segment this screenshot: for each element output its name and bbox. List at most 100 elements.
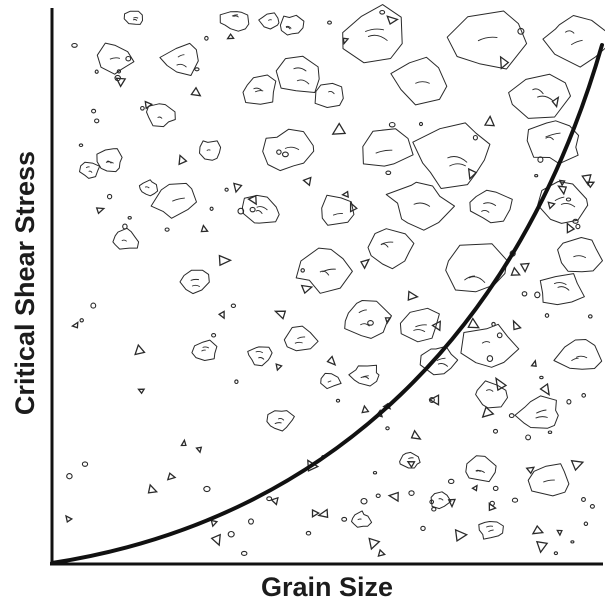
pebble xyxy=(258,12,280,30)
boulder xyxy=(542,15,605,68)
sand-grain xyxy=(471,484,478,492)
pebble-texture-stroke xyxy=(545,136,554,141)
pebble-texture-stroke xyxy=(106,160,112,164)
y-axis-label: Critical Shear Stress xyxy=(10,151,40,415)
pebble-texture-stroke xyxy=(437,363,449,367)
sand-grain xyxy=(539,382,550,397)
boulder xyxy=(460,323,520,368)
pebble-texture-stroke xyxy=(327,380,332,383)
boulder xyxy=(344,300,392,339)
pebble-texture-stroke xyxy=(375,149,393,154)
silt-grain xyxy=(565,197,572,202)
pebble-texture-stroke xyxy=(360,323,370,327)
pebble-texture-stroke xyxy=(476,470,485,474)
silt-grain xyxy=(237,207,245,215)
silt-grain xyxy=(517,27,525,35)
pebble xyxy=(314,82,344,108)
pebble xyxy=(96,42,135,75)
silt-grain xyxy=(335,398,341,403)
silt-grain xyxy=(164,227,170,232)
pebble-texture-stroke xyxy=(254,90,264,93)
pebble-texture-stroke xyxy=(268,19,272,21)
silt-grain xyxy=(491,321,496,327)
silt-grain xyxy=(341,516,348,522)
boulder xyxy=(445,243,508,293)
silt-grain xyxy=(589,504,595,509)
silt-grain xyxy=(581,393,587,398)
sand-grain xyxy=(558,179,566,187)
sand-grain xyxy=(200,224,209,233)
pebble-texture-stroke xyxy=(176,63,187,68)
sand-grain xyxy=(147,483,159,494)
pebble xyxy=(247,346,273,367)
pebble xyxy=(283,325,319,352)
pebble-texture-stroke xyxy=(277,418,285,421)
boulder xyxy=(367,228,415,270)
threshold-curve xyxy=(50,43,604,565)
pebble xyxy=(199,140,222,161)
pebble-texture-stroke xyxy=(328,91,335,95)
sand-grain xyxy=(512,319,522,331)
silt-grain xyxy=(194,67,200,72)
pebble-texture-stroke xyxy=(537,95,554,102)
pebble-texture-stroke xyxy=(477,36,498,42)
silt-grain xyxy=(116,69,122,74)
sand-grain xyxy=(349,201,358,213)
silt-grain xyxy=(91,108,97,114)
pebble-texture-stroke xyxy=(121,239,127,242)
sand-grain xyxy=(488,502,497,512)
pebble-texture-stroke xyxy=(557,286,570,291)
sand-grain xyxy=(360,258,371,270)
silt-grain xyxy=(429,499,435,505)
pebble-texture-stroke xyxy=(413,202,431,207)
pebble xyxy=(279,14,305,36)
pebble xyxy=(159,42,199,76)
sand-grain xyxy=(331,122,347,135)
silt-grain xyxy=(534,291,541,299)
silt-grain xyxy=(492,428,499,434)
pebble-texture-stroke xyxy=(483,202,497,207)
sand-grain xyxy=(406,461,416,469)
sand-grain xyxy=(510,266,521,276)
sand-grain xyxy=(190,86,202,97)
pebble xyxy=(179,269,210,295)
pebble-texture-stroke xyxy=(255,350,264,354)
sand-grain xyxy=(233,182,243,194)
silt-grain xyxy=(276,149,282,155)
pebble xyxy=(138,179,159,197)
sand-grain xyxy=(495,376,508,392)
pebble-texture-stroke xyxy=(415,81,430,84)
silt-grain xyxy=(106,193,113,200)
pebble-texture-stroke xyxy=(358,309,367,314)
silt-grain xyxy=(305,530,312,536)
pebble-texture-stroke xyxy=(172,197,185,202)
silt-grain xyxy=(90,302,97,309)
pebble-texture-stroke xyxy=(532,88,544,95)
pebble-texture-stroke xyxy=(157,116,163,119)
silt-grain xyxy=(537,156,544,163)
sand-grain xyxy=(557,185,568,196)
silt-grain xyxy=(385,170,392,176)
sand-grain xyxy=(217,310,225,320)
pebble-texture-stroke xyxy=(284,146,300,151)
boulder xyxy=(385,181,455,231)
sand-grain xyxy=(530,359,537,367)
silt-grain xyxy=(496,332,503,339)
silt-grain xyxy=(78,143,84,148)
boulder xyxy=(362,128,414,167)
pebble-texture-stroke xyxy=(365,28,385,33)
silt-grain xyxy=(327,20,332,25)
sand-grain xyxy=(226,32,235,40)
pebble-texture-stroke xyxy=(554,196,565,202)
pebble-texture-stroke xyxy=(233,15,239,18)
pebble xyxy=(430,491,452,510)
silt-grain xyxy=(431,506,437,512)
pebble-texture-stroke xyxy=(201,349,206,352)
silt-grain xyxy=(372,470,378,475)
pebble-texture-stroke xyxy=(564,30,575,34)
silt-grain xyxy=(227,530,235,538)
pebble-texture-stroke xyxy=(357,518,362,521)
pebble-texture-stroke xyxy=(415,324,427,328)
silt-grain xyxy=(66,473,73,480)
